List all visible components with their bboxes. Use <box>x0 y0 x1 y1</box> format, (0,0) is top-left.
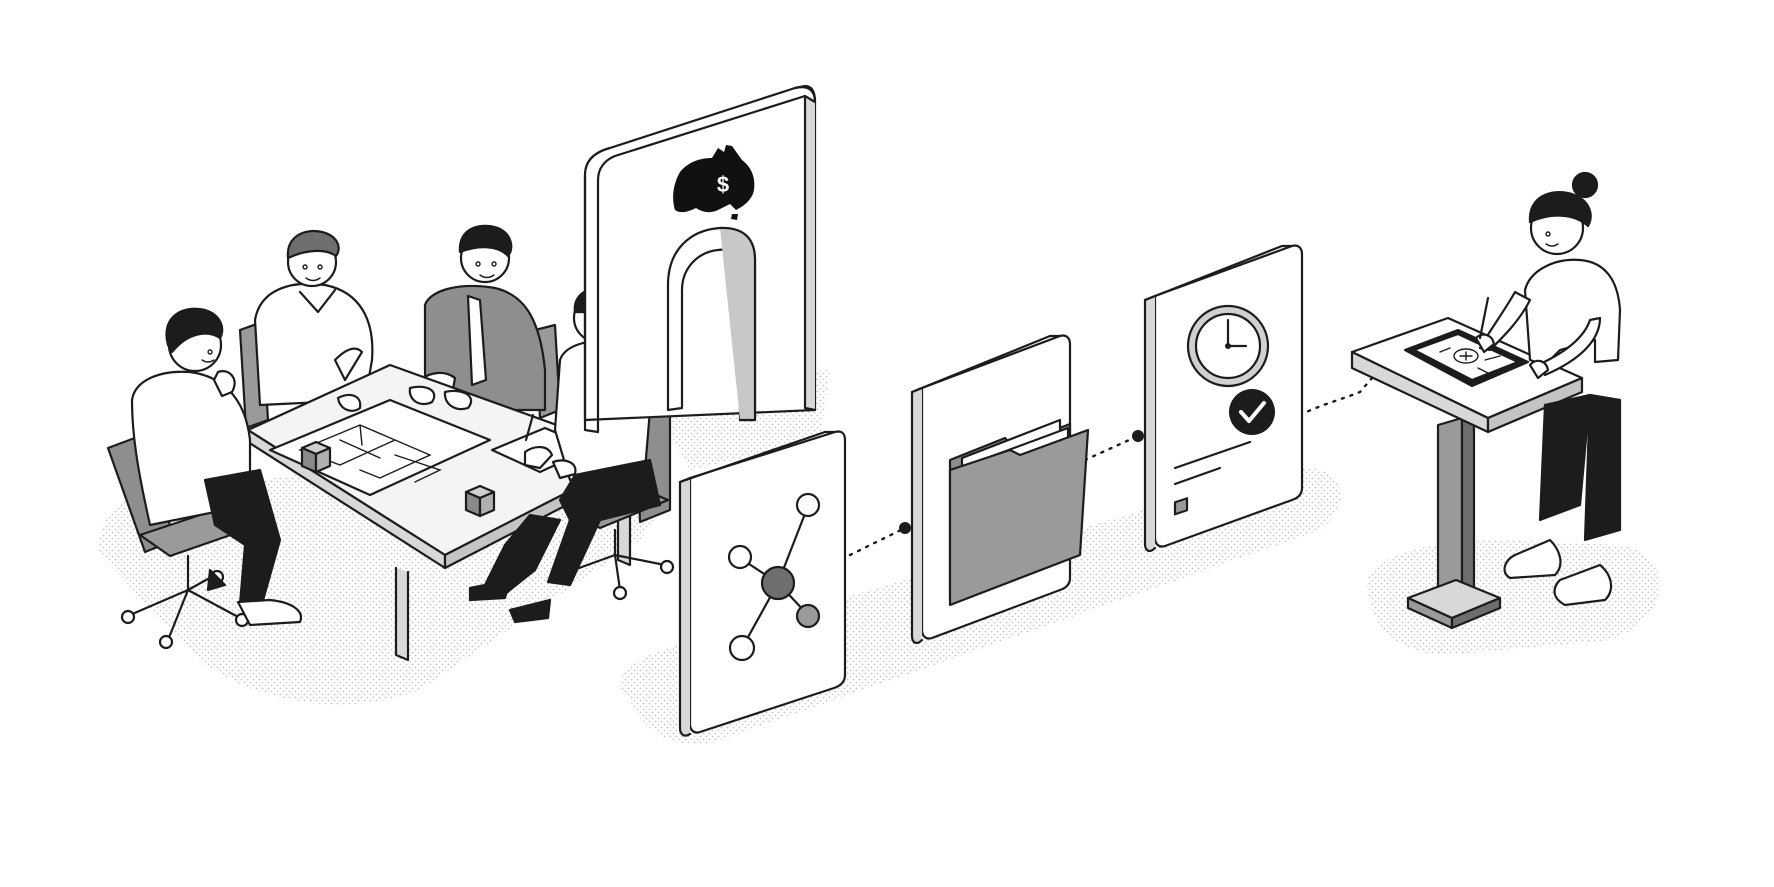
gateway-arch: $ <box>583 84 817 434</box>
person-signer <box>1474 171 1622 607</box>
process-connector <box>848 376 1374 557</box>
person-front-left <box>130 307 303 627</box>
australia-dollar-icon: $ <box>673 145 755 220</box>
panel-folder <box>910 334 1090 645</box>
cube-right <box>464 484 496 518</box>
blueprint-sheet <box>268 398 492 497</box>
svg-text:$: $ <box>717 172 729 197</box>
panel-approval <box>1143 244 1304 553</box>
signature-pen-icon <box>1439 347 1501 377</box>
checkmark-icon <box>1229 389 1275 435</box>
panel-network <box>678 430 847 737</box>
folder-icon <box>948 418 1090 607</box>
network-nodes-icon <box>727 492 821 662</box>
cube-left <box>300 440 332 474</box>
hands <box>336 385 473 412</box>
signing-station <box>1350 171 1622 630</box>
clock-icon <box>1186 304 1270 388</box>
person-back-left <box>253 229 374 407</box>
tablet <box>1403 328 1530 388</box>
